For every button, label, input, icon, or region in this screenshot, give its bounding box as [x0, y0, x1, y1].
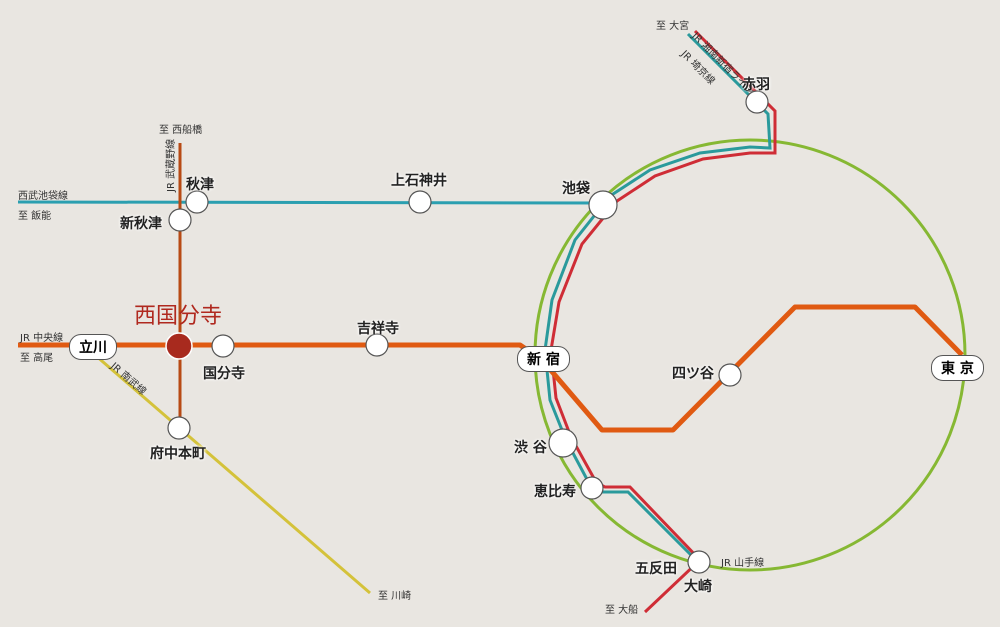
label-akitsu: 秋津 [186, 177, 214, 193]
shonan-shinjuku-line [549, 29, 777, 614]
label-seibu-line: 西武池袋線 [18, 191, 68, 202]
station-shinjuku[interactable]: 新 宿 [517, 346, 570, 372]
station-ebisu[interactable] [580, 476, 604, 500]
station-akabane[interactable] [745, 90, 769, 114]
dest-takao: 至 高尾 [20, 353, 54, 364]
nambu-line [94, 353, 371, 595]
label-chuo-line: JR 中央線 [20, 333, 64, 344]
station-tokyo[interactable]: 東 京 [931, 355, 984, 381]
station-shin-akitsu[interactable] [168, 208, 192, 232]
station-yotsuya[interactable] [718, 363, 742, 387]
label-yamanote-line: JR 山手線 [721, 558, 765, 569]
current-station-title: 西国分寺 [134, 304, 223, 329]
label-gotanda: 五反田 [635, 561, 677, 577]
station-nishi-kokubunji[interactable] [165, 332, 193, 360]
label-fuchu-hommachi: 府中本町 [150, 446, 206, 462]
label-ebisu: 恵比寿 [534, 484, 576, 500]
station-kichijoji[interactable] [365, 333, 389, 357]
dest-ofuna: 至 大船 [605, 605, 639, 616]
label-kichijoji: 吉祥寺 [357, 321, 399, 337]
dest-nishifunabashi: 至 西船橋 [159, 125, 203, 136]
label-shin-akitsu: 新秋津 [120, 216, 162, 232]
label-shibuya: 渋 谷 [514, 440, 547, 456]
saikyo-line [543, 32, 772, 563]
station-kamishakujii[interactable] [408, 190, 432, 214]
label-osaki: 大崎 [684, 579, 712, 595]
station-kokubunji[interactable] [211, 334, 235, 358]
dest-hanno: 至 飯能 [18, 211, 52, 222]
dest-kawasaki: 至 川崎 [378, 591, 412, 602]
label-kamishakujii: 上石神井 [391, 173, 447, 189]
station-tachikawa[interactable]: 立川 [69, 334, 117, 360]
label-musashino-line: JR 武蔵野線 [166, 138, 177, 192]
dest-omiya: 至 大宮 [656, 21, 690, 32]
station-ikebukuro[interactable] [588, 190, 618, 220]
station-shibuya[interactable] [548, 428, 578, 458]
label-kokubunji: 国分寺 [203, 366, 245, 382]
label-akabane: 赤羽 [742, 77, 770, 93]
station-fuchu-hommachi[interactable] [167, 416, 191, 440]
label-yotsuya: 四ツ谷 [672, 366, 714, 382]
station-osaki[interactable] [687, 550, 711, 574]
label-ikebukuro: 池袋 [562, 181, 590, 197]
seibu-ikebukuro-line [17, 200, 605, 205]
station-akitsu[interactable] [185, 190, 209, 214]
